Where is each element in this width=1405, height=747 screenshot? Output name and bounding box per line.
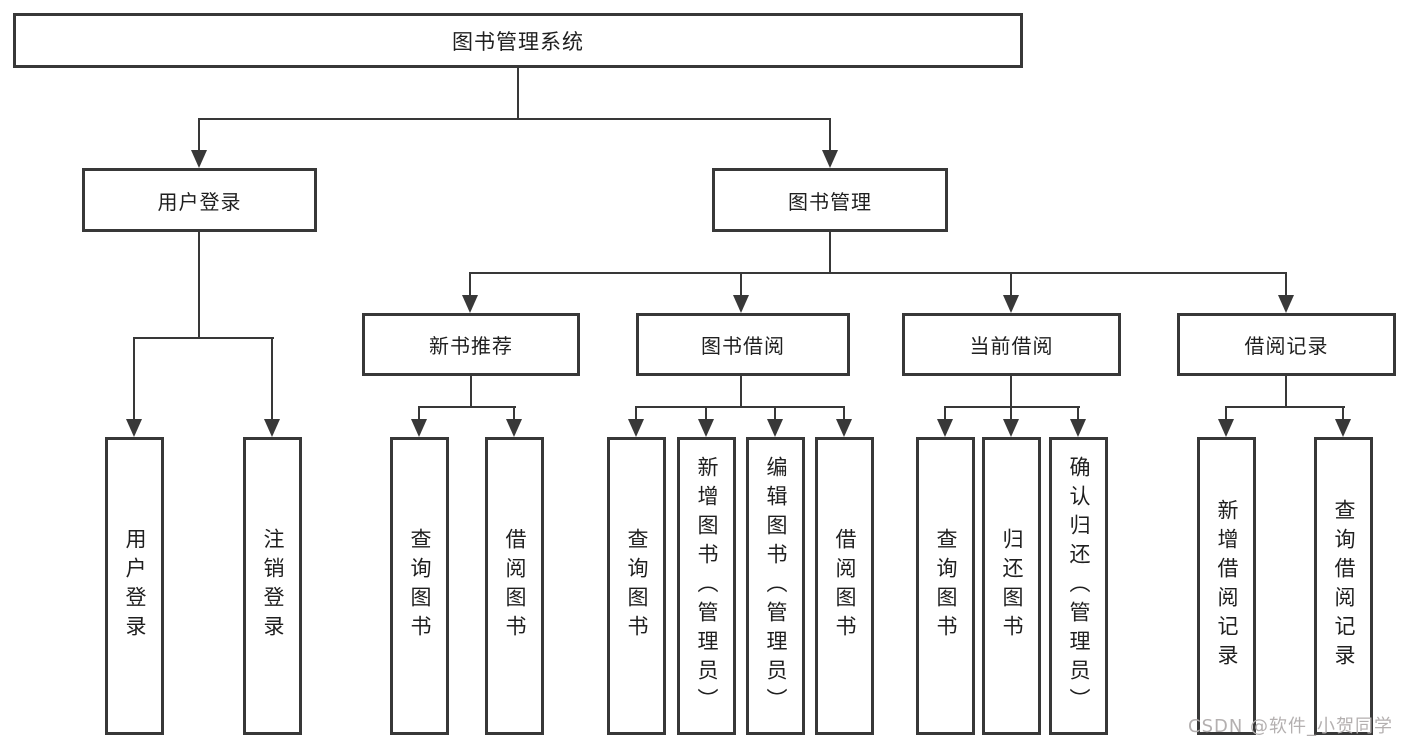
leaf-borrow-books: 借阅图书 xyxy=(815,437,874,735)
connector-line xyxy=(705,406,707,420)
arrowhead-icon xyxy=(191,150,207,168)
connector-line xyxy=(1285,376,1287,406)
connector-line xyxy=(829,232,831,272)
arrowhead-icon xyxy=(1278,295,1294,313)
leaf-label: 新增借阅记录 xyxy=(1215,499,1239,673)
node-label: 新书推荐 xyxy=(429,334,513,358)
connector-line xyxy=(843,406,845,420)
connector-line xyxy=(469,272,471,297)
arrowhead-icon xyxy=(411,419,427,437)
connector-line xyxy=(829,118,831,152)
connector-line xyxy=(740,272,742,297)
leaf-label: 查询图书 xyxy=(625,528,649,644)
connector-line xyxy=(1225,406,1227,420)
connector-line xyxy=(198,232,200,337)
connector-line xyxy=(1342,406,1344,420)
leaf-label: 查询借阅记录 xyxy=(1332,499,1356,673)
node-borrow-records: 借阅记录 xyxy=(1177,313,1396,376)
leaf-query-books-borrow: 查询图书 xyxy=(607,437,666,735)
connector-line xyxy=(635,406,845,408)
node-label: 图书管理 xyxy=(788,189,872,214)
node-root-label: 图书管理系统 xyxy=(452,29,584,54)
node-user-login: 用户登录 xyxy=(82,168,317,232)
arrowhead-icon xyxy=(1070,419,1086,437)
node-book-management: 图书管理 xyxy=(712,168,948,232)
connector-line xyxy=(418,406,516,408)
connector-line xyxy=(774,406,776,420)
arrowhead-icon xyxy=(628,419,644,437)
connector-line xyxy=(1285,272,1287,297)
node-current-borrow: 当前借阅 xyxy=(902,313,1121,376)
connector-line xyxy=(469,272,1287,274)
leaf-query-borrow-record: 查询借阅记录 xyxy=(1314,437,1373,735)
connector-line xyxy=(740,376,742,406)
connector-line xyxy=(1010,376,1012,406)
arrowhead-icon xyxy=(264,419,280,437)
connector-line xyxy=(944,406,946,420)
arrowhead-icon xyxy=(1003,419,1019,437)
leaf-label: 用户登录 xyxy=(123,528,147,644)
leaf-add-borrow-record: 新增借阅记录 xyxy=(1197,437,1256,735)
node-root-system: 图书管理系统 xyxy=(13,13,1023,68)
leaf-logout-login: 注销登录 xyxy=(243,437,302,735)
node-new-book-recommend: 新书推荐 xyxy=(362,313,580,376)
connector-line xyxy=(133,337,135,420)
connector-line xyxy=(1077,406,1079,420)
leaf-edit-books-admin: 编辑图书（管理员） xyxy=(746,437,805,735)
leaf-add-books-admin: 新增图书（管理员） xyxy=(677,437,736,735)
connector-line xyxy=(418,406,420,420)
connector-line xyxy=(198,118,200,152)
arrowhead-icon xyxy=(733,295,749,313)
connector-line xyxy=(517,68,519,118)
leaf-borrow-books-recommend: 借阅图书 xyxy=(485,437,544,735)
arrowhead-icon xyxy=(126,419,142,437)
arrowhead-icon xyxy=(1335,419,1351,437)
connector-line xyxy=(198,118,831,120)
node-label: 借阅记录 xyxy=(1244,334,1329,358)
leaf-confirm-return-admin: 确认归还（管理员） xyxy=(1049,437,1108,735)
arrowhead-icon xyxy=(462,295,478,313)
arrowhead-icon xyxy=(1003,295,1019,313)
connector-line xyxy=(944,406,1080,408)
connector-line xyxy=(1010,406,1012,420)
arrowhead-icon xyxy=(506,419,522,437)
leaf-label: 查询图书 xyxy=(408,528,432,644)
node-label: 用户登录 xyxy=(157,189,242,214)
connector-line xyxy=(1225,406,1345,408)
arrowhead-icon xyxy=(1218,419,1234,437)
leaf-label: 借阅图书 xyxy=(833,528,857,644)
leaf-label: 新增图书（管理员） xyxy=(695,455,719,717)
connector-line xyxy=(513,406,515,420)
leaf-query-books-current: 查询图书 xyxy=(916,437,975,735)
connector-line xyxy=(470,376,472,406)
arrowhead-icon xyxy=(767,419,783,437)
connector-line xyxy=(635,406,637,420)
connector-line xyxy=(1010,272,1012,297)
node-book-borrow: 图书借阅 xyxy=(636,313,850,376)
connector-line xyxy=(133,337,274,339)
leaf-user-login: 用户登录 xyxy=(105,437,164,735)
arrowhead-icon xyxy=(937,419,953,437)
arrowhead-icon xyxy=(836,419,852,437)
leaf-label: 注销登录 xyxy=(261,528,285,644)
watermark-text: CSDN @软件_小贺同学 xyxy=(1188,716,1394,737)
arrowhead-icon xyxy=(698,419,714,437)
node-label: 图书借阅 xyxy=(701,334,785,358)
leaf-label: 确认归还（管理员） xyxy=(1067,455,1091,717)
leaf-return-books: 归还图书 xyxy=(982,437,1041,735)
node-label: 当前借阅 xyxy=(969,334,1054,358)
arrowhead-icon xyxy=(822,150,838,168)
leaf-label: 借阅图书 xyxy=(503,528,527,644)
connector-line xyxy=(271,337,273,420)
leaf-label: 编辑图书（管理员） xyxy=(764,455,788,717)
leaf-label: 归还图书 xyxy=(1000,528,1024,644)
leaf-label: 查询图书 xyxy=(934,528,958,644)
leaf-query-books-recommend: 查询图书 xyxy=(390,437,449,735)
